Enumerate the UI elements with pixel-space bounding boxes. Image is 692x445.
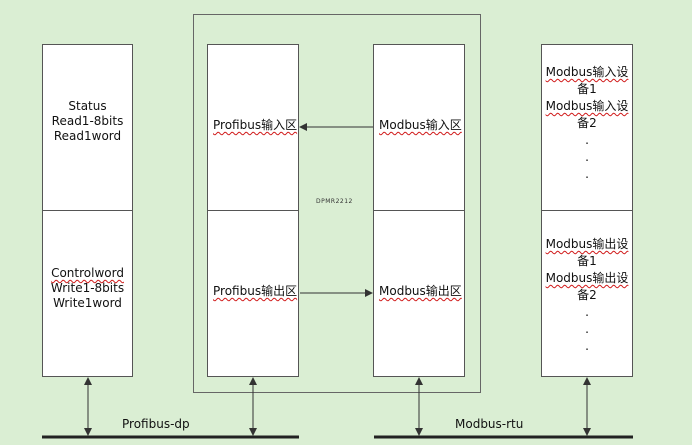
profibus-area-divider (207, 210, 299, 211)
modbus-bus-label: Modbus-rtu (455, 417, 524, 431)
modbus-output-devices-block: Modbus输出设 备1 Modbus输出设 备2 . . . (541, 236, 633, 355)
modbus-input-device-2-line-b: 备2 (577, 116, 597, 130)
modbus-output-device-2-line-a: Modbus输出设 (545, 271, 629, 285)
ellipsis-dot: . (585, 150, 589, 164)
modbus-input-device-2-line-a: Modbus输入设 (545, 99, 629, 113)
ellipsis-dot: . (585, 133, 589, 147)
modbus-input-devices-block: Modbus输入设 备1 Modbus输入设 备2 . . . (541, 64, 633, 183)
modbus-input-label: Modbus输入区 (379, 118, 462, 132)
profibus-input-label: Profibus输入区 (213, 118, 298, 132)
modbus-output-device-1-line-a: Modbus输出设 (545, 237, 629, 251)
modbus-output-label: Modbus输出区 (379, 284, 462, 298)
status-text-block: Status Read1-8bits Read1word (42, 99, 133, 144)
profibus-bus-label: Profibus-dp (122, 417, 190, 431)
modbus-output-device-1-line-b: 备1 (577, 254, 597, 268)
ellipsis-dot: . (585, 167, 589, 181)
modbus-area-divider (373, 210, 465, 211)
write-word-line: Write1word (53, 296, 122, 310)
read-word-line: Read1word (53, 129, 122, 143)
modbus-output-device-2-line-b: 备2 (577, 288, 597, 302)
controlword-line: Controlword (51, 266, 124, 280)
modbus-devices-divider (541, 210, 633, 211)
ellipsis-dot: . (585, 305, 589, 319)
profibus-master-divider (42, 210, 133, 211)
status-line: Status (68, 99, 107, 113)
ellipsis-dot: . (585, 322, 589, 336)
modbus-input-device-1-line-b: 备1 (577, 82, 597, 96)
ellipsis-dot: . (585, 339, 589, 353)
profibus-output-label: Profibus输出区 (213, 284, 298, 298)
read-bits-line: Read1-8bits (51, 114, 124, 128)
modbus-input-device-1-line-a: Modbus输入设 (545, 65, 629, 79)
gateway-model-label: DPMR2212 (316, 198, 353, 205)
gateway-frame (193, 14, 481, 393)
control-text-block: Controlword Write1-8bits Write1word (42, 266, 133, 311)
write-bits-line: Write1-8bits (50, 281, 125, 295)
